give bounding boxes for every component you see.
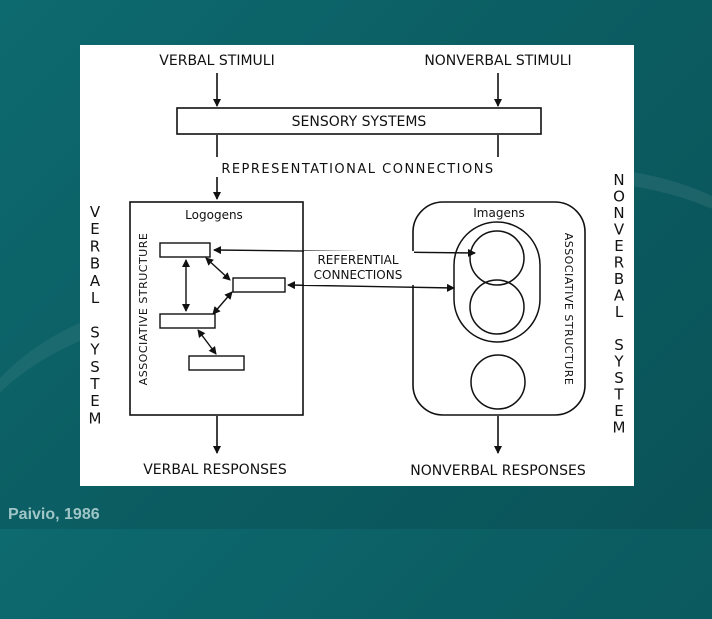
referential-label-line1: REFERENTIAL	[317, 253, 398, 267]
side-label-letter: E	[614, 402, 623, 420]
logogen-4	[188, 355, 245, 371]
dual-coding-diagram: VERBAL STIMULI NONVERBAL STIMULI SENSORY…	[89, 53, 626, 479]
referential-label-line2: CONNECTIONS	[314, 268, 403, 282]
referential-arrow-2	[287, 281, 455, 292]
imagen-3	[470, 354, 526, 410]
side-label-letter: N	[613, 171, 624, 189]
logogen-2	[232, 277, 286, 293]
logogen-link-3-2	[212, 291, 233, 315]
side-label-letter: R	[90, 237, 100, 255]
nonverbal-stimuli-label: NONVERBAL STIMULI	[424, 53, 571, 69]
nonverbal-associative-structure-label: ASSOCIATIVE STRUCTURE	[562, 233, 575, 386]
citation: Paivio, 1986	[8, 506, 100, 523]
verbal-associative-structure-label: ASSOCIATIVE STRUCTURE	[137, 233, 150, 386]
referential-label-bg	[304, 251, 414, 285]
logogen-link-1-2	[205, 257, 231, 281]
representational-label-bg	[212, 157, 504, 177]
side-label-letter: S	[90, 358, 100, 376]
side-label-letter: A	[614, 287, 625, 305]
side-label-letter: L	[615, 303, 624, 321]
side-label-letter: L	[91, 289, 100, 307]
side-label-letter: S	[614, 369, 624, 387]
logogens-label: Logogens	[185, 208, 243, 222]
verbal-system-box	[129, 201, 304, 416]
side-label-letter: O	[613, 188, 625, 206]
side-label-letter: R	[614, 254, 624, 272]
imagens-label: Imagens	[473, 206, 524, 220]
side-label-letter: A	[90, 272, 101, 290]
sensory-systems-box	[176, 107, 542, 135]
side-label-letter: M	[613, 419, 626, 437]
verbal-stimuli-label: VERBAL STIMULI	[159, 53, 274, 69]
side-label-letter: E	[90, 220, 99, 238]
side-label-letter: B	[90, 255, 100, 273]
side-label-letter: B	[614, 270, 624, 288]
verbal-responses-label: VERBAL RESPONSES	[143, 462, 287, 478]
nonverbal-responses-label: NONVERBAL RESPONSES	[410, 463, 586, 479]
sensory-systems-label: SENSORY SYSTEMS	[292, 114, 427, 130]
side-label-letter: N	[613, 204, 624, 222]
side-label-letter: V	[90, 203, 101, 221]
logogen-3	[159, 313, 216, 329]
side-label-letter: E	[614, 237, 623, 255]
nonverbal-system-box	[412, 201, 586, 416]
imagen-1	[469, 230, 525, 286]
side-label-letter: S	[90, 323, 100, 341]
side-label-letter: E	[90, 392, 99, 410]
diagram-panel: VERBAL STIMULI NONVERBAL STIMULI SENSORY…	[80, 45, 634, 486]
side-label-letter: V	[614, 221, 625, 239]
side-label-letter: T	[89, 375, 100, 393]
side-label-letter: Y	[89, 341, 100, 359]
side-label-letter: M	[89, 409, 102, 427]
side-label-letter: T	[613, 386, 624, 404]
side-label-letter: Y	[613, 353, 624, 371]
logogen-link-3-4	[197, 329, 217, 355]
representational-connections-label: REPRESENTATIONAL CONNECTIONS	[221, 162, 494, 177]
imagen-2	[469, 279, 525, 335]
side-label-letter: S	[614, 336, 624, 354]
logogen-1	[159, 242, 211, 258]
